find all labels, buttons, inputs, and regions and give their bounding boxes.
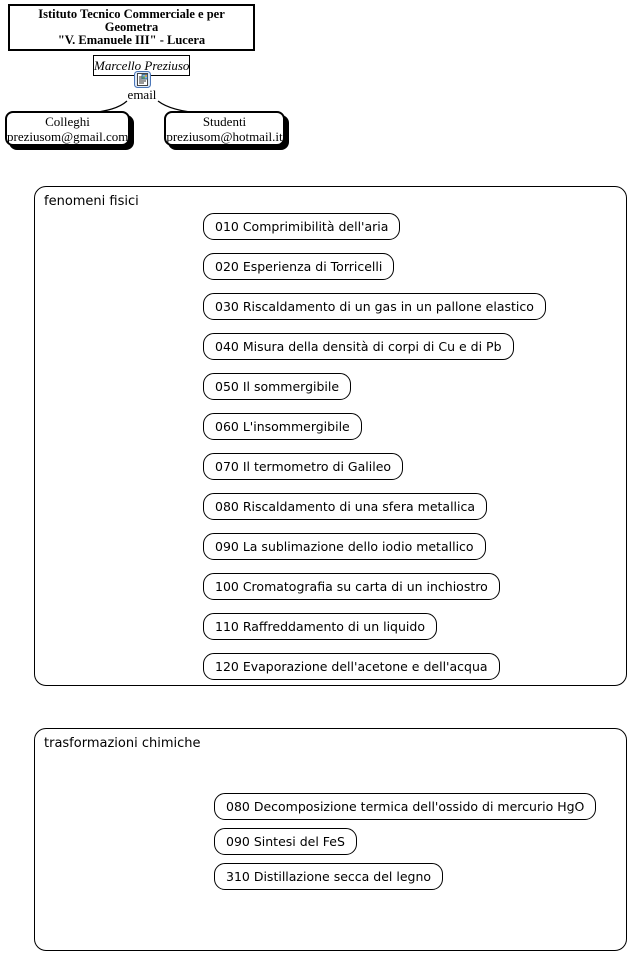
contact-node-studenti[interactable]: Studenti preziusom@hotmail.it bbox=[164, 111, 285, 146]
item-button[interactable]: 080 Riscaldamento di una sfera metallica bbox=[203, 493, 488, 520]
contact-title: Colleghi bbox=[45, 114, 90, 129]
email-resource-icon[interactable] bbox=[134, 71, 151, 88]
contact-email: preziusom@gmail.com bbox=[7, 129, 129, 144]
section-trasformazioni-chimiche: trasformazioni chimiche 080 Decomposizio… bbox=[34, 728, 627, 951]
item-button[interactable]: 070 Il termometro di Galileo bbox=[203, 453, 404, 480]
item-button[interactable]: 080 Decomposizione termica dell'ossido d… bbox=[214, 793, 597, 820]
item-button[interactable]: 020 Esperienza di Torricelli bbox=[203, 253, 395, 280]
contact-title: Studenti bbox=[202, 114, 247, 129]
item-button[interactable]: 050 Il sommergibile bbox=[203, 373, 352, 400]
item-button[interactable]: 100 Cromatografia su carta di un inchios… bbox=[203, 573, 500, 600]
contact-node-colleghi[interactable]: Colleghi preziusom@gmail.com bbox=[5, 111, 130, 146]
school-title-box: Istituto Tecnico Commerciale e per Geome… bbox=[8, 4, 255, 51]
item-button[interactable]: 060 L'insommergibile bbox=[203, 413, 362, 440]
item-button[interactable]: 090 Sintesi del FeS bbox=[214, 828, 357, 855]
section-fenomeni-fisici: fenomeni fisici 010 Comprimibilità dell'… bbox=[34, 186, 627, 686]
school-title-line2: "V. Emanuele III" - Lucera bbox=[57, 33, 206, 47]
email-label: email bbox=[127, 87, 157, 102]
experiment-list: 080 Decomposizione termica dell'ossido d… bbox=[214, 793, 597, 890]
school-title-line1: Istituto Tecnico Commerciale e per Geome… bbox=[38, 7, 225, 34]
item-button[interactable]: 010 Comprimibilità dell'aria bbox=[203, 213, 401, 240]
author-node: Marcello Preziuso bbox=[93, 55, 190, 76]
item-button[interactable]: 030 Riscaldamento di un gas in un pallon… bbox=[203, 293, 546, 320]
item-button[interactable]: 040 Misura della densità di corpi di Cu … bbox=[203, 333, 514, 360]
section-label: trasformazioni chimiche bbox=[44, 736, 201, 751]
experiment-list: 010 Comprimibilità dell'aria 020 Esperien… bbox=[203, 213, 546, 680]
item-button[interactable]: 090 La sublimazione dello iodio metallic… bbox=[203, 533, 486, 560]
author-name: Marcello Preziuso bbox=[94, 58, 190, 73]
email-icon bbox=[134, 71, 151, 88]
section-label: fenomeni fisici bbox=[44, 194, 139, 209]
item-button[interactable]: 110 Raffreddamento di un liquido bbox=[203, 613, 437, 640]
item-button[interactable]: 310 Distillazione secca del legno bbox=[214, 863, 444, 890]
item-button[interactable]: 120 Evaporazione dell'acetone e dell'acq… bbox=[203, 653, 500, 680]
contact-email: preziusom@hotmail.it bbox=[166, 129, 283, 144]
